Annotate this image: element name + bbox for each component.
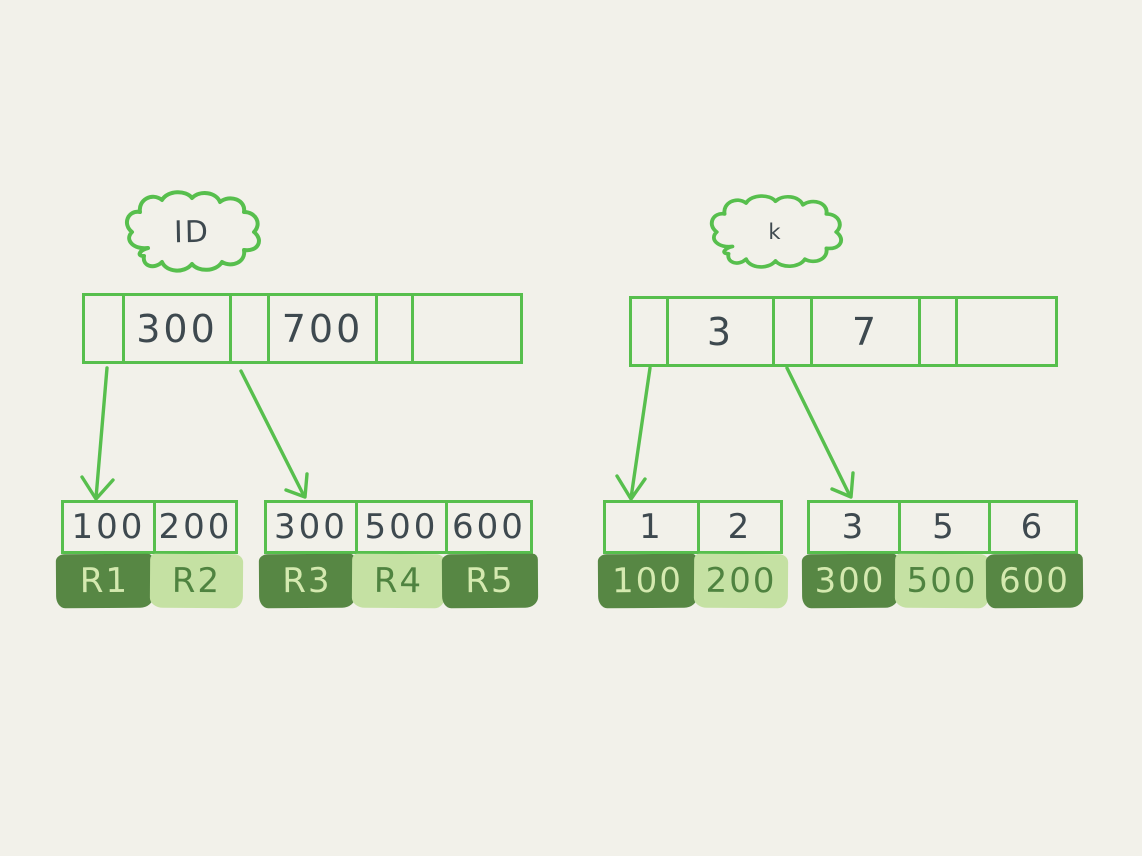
- leaf-key-cell: 6: [1020, 507, 1046, 547]
- record-cell: 100: [597, 553, 698, 609]
- cloud-outline-icon: [124, 190, 261, 273]
- record-cell: R5: [441, 553, 539, 609]
- k-index-node: 3 7: [629, 296, 1058, 367]
- empty-key-cell: [414, 296, 520, 361]
- empty-key-cell: [958, 299, 1055, 364]
- record-cell: R1: [55, 553, 154, 609]
- record-cell: 300: [801, 553, 899, 609]
- record-cell: R2: [149, 553, 244, 609]
- leaf-key-cell: 300: [267, 503, 358, 551]
- record-cell: 500: [894, 553, 990, 609]
- id-leaf-node-1: 100 200: [61, 500, 238, 554]
- record-cell: R4: [351, 553, 446, 609]
- arrow-right-1: [615, 366, 652, 501]
- id-cloud-label: ID: [118, 190, 266, 274]
- record-cell: 200: [693, 553, 789, 609]
- k-leaf-records-2: 300 500 600: [801, 553, 1084, 609]
- arrow-left-1: [80, 366, 115, 501]
- leaf-key-cell: 3: [810, 503, 901, 551]
- pointer-slot: [775, 299, 813, 364]
- pointer-slot: [632, 299, 669, 364]
- index-key-cell: 7: [813, 299, 921, 364]
- id-leaf-records-2: R3 R4 R5: [258, 553, 539, 609]
- id-leaf-records-1: R1 R2: [55, 553, 244, 609]
- leaf-key-cell: 600: [452, 507, 526, 547]
- leaf-key-cell: 500: [358, 503, 448, 551]
- pointer-slot: [378, 296, 414, 361]
- k-leaf-records-1: 100 200: [597, 553, 789, 609]
- record-cell: R3: [258, 553, 356, 609]
- k-cloud-label: k: [703, 194, 848, 270]
- k-leaf-node-2: 3 5 6: [807, 500, 1078, 554]
- id-index-node: 300 700: [82, 293, 523, 364]
- leaf-key-cell: 1: [606, 503, 700, 551]
- index-key-cell: 300: [125, 296, 232, 361]
- leaf-key-cell: 200: [158, 507, 233, 547]
- id-leaf-node-2: 300 500 600: [264, 500, 533, 554]
- arrow-left-2: [239, 369, 309, 499]
- index-key-cell: 3: [669, 299, 775, 364]
- index-name-label: k: [768, 220, 783, 244]
- leaf-key-cell: 100: [64, 503, 156, 551]
- leaf-key-cell: 2: [727, 507, 753, 547]
- arrow-right-2: [785, 366, 855, 499]
- pointer-slot: [85, 296, 125, 361]
- pointer-slot: [232, 296, 270, 361]
- k-leaf-node-1: 1 2: [603, 500, 783, 554]
- record-cell: 600: [985, 553, 1084, 609]
- cloud-outline-icon: [709, 194, 844, 269]
- pointer-slot: [921, 299, 958, 364]
- index-name-label: ID: [173, 214, 211, 250]
- index-key-cell: 700: [270, 296, 378, 361]
- leaf-key-cell: 5: [901, 503, 991, 551]
